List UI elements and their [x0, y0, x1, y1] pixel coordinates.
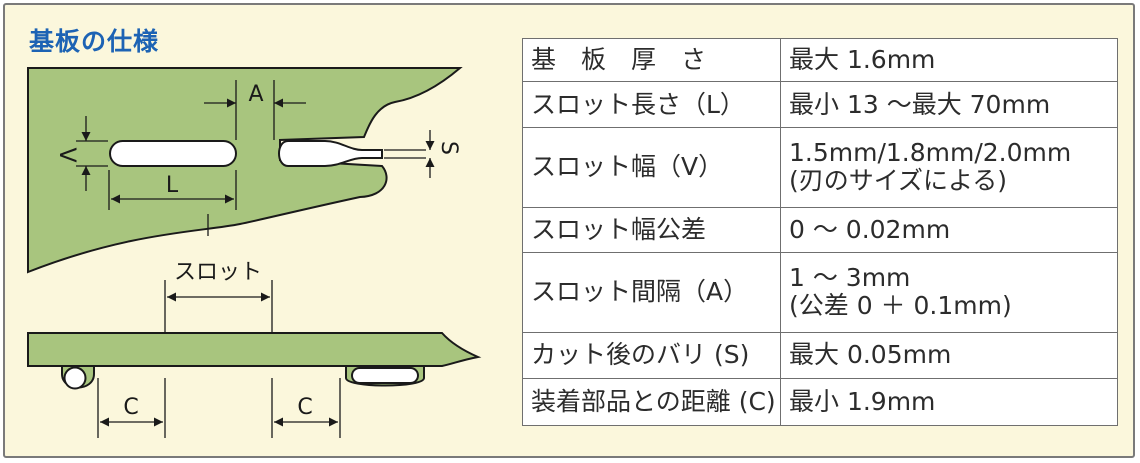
dim-label-a: A [248, 82, 263, 107]
spec-value-line: 1 ～ 3mm [789, 263, 911, 293]
spec-label: カット後のバリ (S) [531, 340, 750, 370]
spec-value-line: 最大 0.05mm [789, 340, 952, 370]
spec-value-cell: 1.5mm/1.8mm/2.0mm(刃のサイズによる) [780, 126, 1118, 209]
board-side-shape [27, 332, 482, 367]
spec-row: スロット間隔（A） 1 ～ 3mm(公差 0 ＋ 0.1mm) [522, 251, 1118, 334]
spec-label-cell: スロット幅（V） [522, 126, 781, 209]
dim-label-c-left: C [123, 395, 138, 420]
panel-title: 基板の仕様 [29, 27, 160, 56]
spec-value-line: 1.5mm/1.8mm/2.0mm [789, 138, 1072, 168]
spec-value-line: (公差 0 ＋ 0.1mm) [789, 291, 1012, 321]
spec-value-cell: 0 ～ 0.02mm [780, 207, 1118, 253]
spec-row: 基 板 厚 さ 最大 1.6mm [522, 37, 1118, 83]
spec-label: スロット長さ（L） [531, 89, 745, 119]
spec-label-cell: スロット間隔（A） [522, 251, 781, 334]
spec-value-line: (刃のサイズによる) [789, 166, 1008, 196]
spec-label-cell: スロット長さ（L） [522, 81, 781, 128]
spec-value-line: 最小 1.9mm [789, 386, 936, 416]
spec-value-cell: 最小 13 ～最大 70mm [780, 81, 1118, 128]
spec-label-cell: 装着部品との距離 (C) [522, 377, 781, 427]
spec-value-line: 最大 1.6mm [789, 45, 936, 75]
dim-label-s: S [436, 141, 461, 155]
component-slot-body [351, 367, 419, 384]
board-top-view: A V L S [27, 67, 463, 274]
spec-row: スロット幅（V） 1.5mm/1.8mm/2.0mm(刃のサイズによる) [522, 126, 1118, 209]
spec-value-line: 0 ～ 0.02mm [789, 214, 951, 244]
component-round-body [63, 366, 87, 390]
board-side-view: スロット C C [27, 260, 482, 438]
dim-label-v: V [54, 147, 79, 162]
spec-value-line: 最小 13 ～最大 70mm [789, 89, 1051, 119]
spec-row: 装着部品との距離 (C) 最小 1.9mm [522, 377, 1118, 427]
spec-label: 装着部品との距離 (C) [531, 386, 776, 416]
spec-value-cell: 最小 1.9mm [780, 377, 1118, 427]
spec-label-cell: スロット幅公差 [522, 207, 781, 253]
spec-row: スロット長さ（L） 最小 13 ～最大 70mm [522, 81, 1118, 128]
spec-label: スロット間隔（A） [531, 277, 749, 307]
spec-label: 基 板 厚 さ [531, 45, 707, 75]
slot-label: スロット [174, 260, 262, 285]
spec-value-cell: 1 ～ 3mm(公差 0 ＋ 0.1mm) [780, 251, 1118, 334]
board-diagram: A V L S スロット C C [27, 67, 482, 438]
spec-label: スロット幅（V） [531, 152, 724, 182]
slot-opening [109, 140, 237, 167]
spec-label-cell: カット後のバリ (S) [522, 332, 781, 379]
dim-label-l: L [166, 173, 179, 198]
cut-gap [278, 140, 383, 167]
spec-label-cell: 基 板 厚 さ [522, 37, 781, 83]
spec-value-cell: 最大 1.6mm [780, 37, 1118, 83]
board-top-shape [27, 67, 463, 274]
spec-label: スロット幅公差 [531, 214, 707, 244]
spec-row: カット後のバリ (S) 最大 0.05mm [522, 332, 1118, 379]
spec-row: スロット幅公差 0 ～ 0.02mm [522, 207, 1118, 253]
spec-value-cell: 最大 0.05mm [780, 332, 1118, 379]
dim-label-c-right: C [297, 395, 312, 420]
